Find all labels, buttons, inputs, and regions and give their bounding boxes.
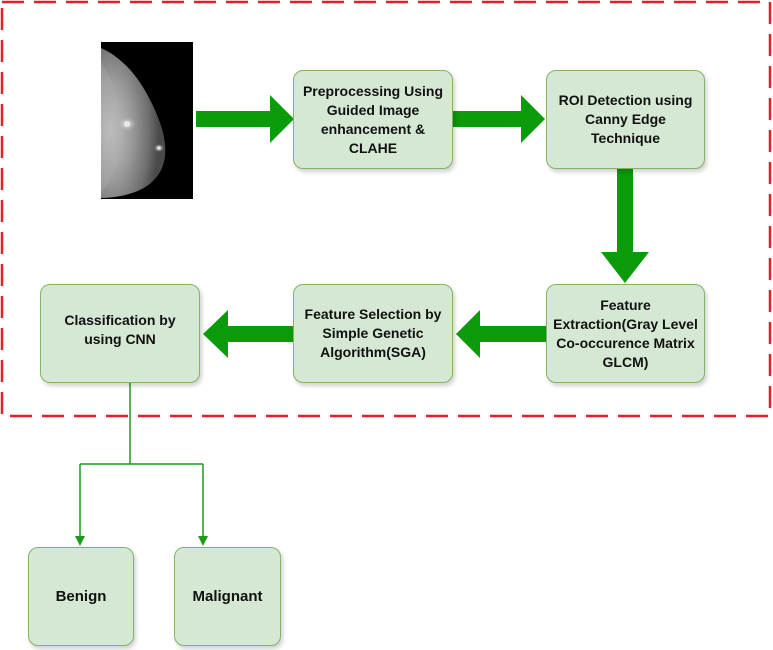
feature-extraction-label: Feature Extraction(Gray Level Co-occuren… xyxy=(553,296,698,370)
preprocessing-node: Preprocessing Using Guided Image enhance… xyxy=(293,70,453,169)
benign-label: Benign xyxy=(55,588,107,605)
arrow-roi-to-feature-extraction xyxy=(601,169,649,283)
arrow-image-to-preprocessing xyxy=(196,95,294,143)
feature-extraction-node: Feature Extraction(Gray Level Co-occuren… xyxy=(546,284,705,383)
feature-selection-node: Feature Selection by Simple Genetic Algo… xyxy=(293,284,453,383)
malignant-label: Malignant xyxy=(192,588,263,605)
connector-classification-to-outcomes xyxy=(79,383,204,538)
arrowhead-to-benign xyxy=(75,536,85,546)
classification-node: Classification by using CNN xyxy=(40,284,200,383)
roi-detection-node: ROI Detection using Canny Edge Technique xyxy=(546,70,705,169)
arrow-feature-extraction-to-selection xyxy=(456,310,546,358)
arrow-preprocessing-to-roi xyxy=(453,95,545,143)
preprocessing-label: Preprocessing Using Guided Image enhance… xyxy=(302,82,444,156)
arrow-feature-selection-to-classification xyxy=(203,310,293,358)
roi-detection-label: ROI Detection using Canny Edge Technique xyxy=(558,92,693,146)
feature-selection-label: Feature Selection by Simple Genetic Algo… xyxy=(304,306,442,360)
dashed-boundary-frame xyxy=(0,0,772,418)
classification-label: Classification by using CNN xyxy=(64,312,176,347)
benign-node: Benign xyxy=(28,547,134,646)
mammogram-image xyxy=(101,42,193,199)
malignant-node: Malignant xyxy=(174,547,281,646)
arrowhead-to-malignant xyxy=(198,536,208,546)
